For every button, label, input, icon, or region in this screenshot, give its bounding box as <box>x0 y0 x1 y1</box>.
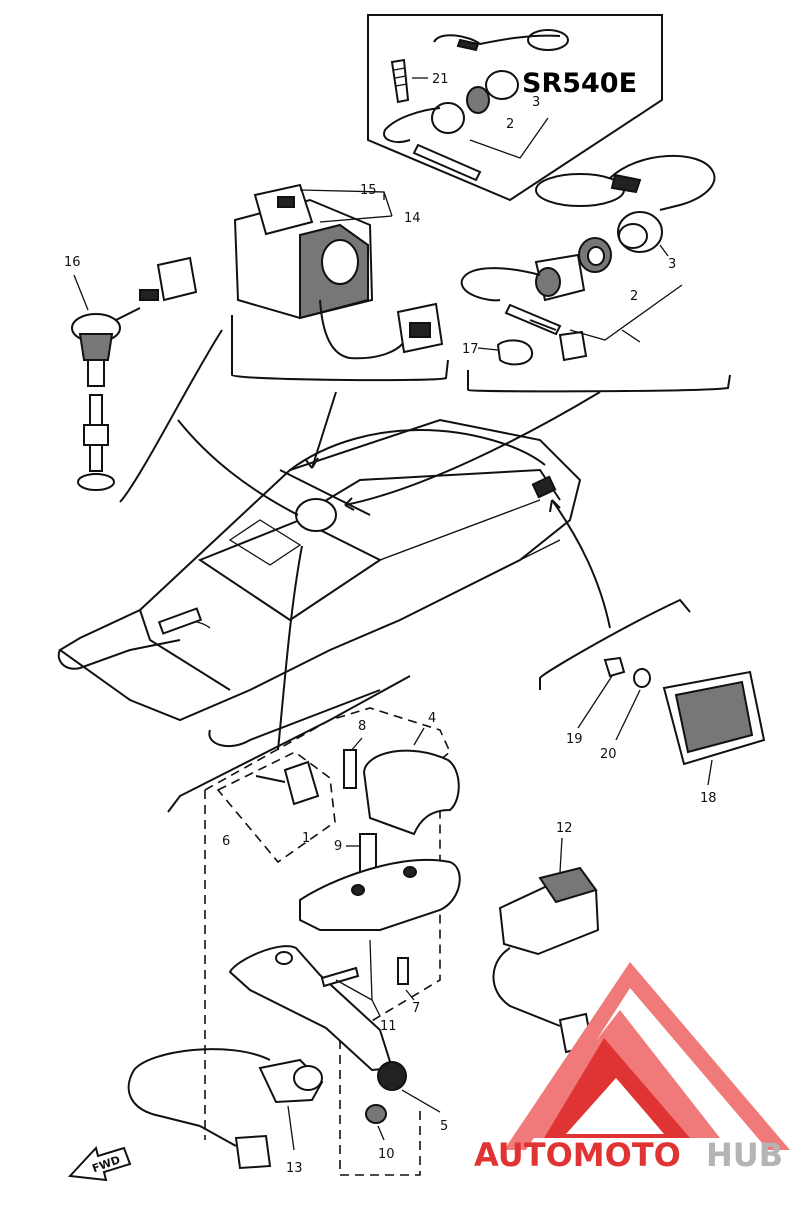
callout-17: 17 <box>462 342 479 357</box>
watermark-text-a: AUTOMOTO <box>474 1136 681 1174</box>
callout-16: 16 <box>64 255 81 270</box>
callout-11: 11 <box>380 1019 397 1034</box>
callout-9: 9 <box>334 839 342 854</box>
regulator-group: 15 14 <box>231 183 449 382</box>
key-switch-group: 3 2 17 <box>460 154 731 393</box>
plug-16-group: 16 <box>64 255 223 503</box>
callout-15: 15 <box>360 183 377 198</box>
callout-6: 6 <box>222 834 230 849</box>
callout-14: 14 <box>404 211 421 226</box>
callout-19: 19 <box>566 732 583 747</box>
callout-2: 2 <box>630 289 638 304</box>
callout-3: 3 <box>668 257 676 272</box>
callout-12: 12 <box>556 821 573 836</box>
callout-5: 5 <box>440 1119 448 1134</box>
sr540e-inset: SR540E 21 3 2 <box>367 14 663 202</box>
taillight-group: 19 20 18 <box>539 598 766 806</box>
callout-3-inset: 3 <box>532 95 540 110</box>
automotohub-watermark-logo: AUTOMOTO HUB <box>474 962 790 1174</box>
callout-2-inset: 2 <box>506 117 514 132</box>
callout-7: 7 <box>412 1001 420 1016</box>
callout-1: 1 <box>302 831 310 846</box>
throttle-group: 4 6 1 8 9 5 7 11 <box>67 675 600 1182</box>
callout-21: 21 <box>432 72 449 87</box>
callout-10: 10 <box>378 1147 395 1162</box>
watermark-text-b: HUB <box>706 1136 783 1174</box>
model-label: SR540E <box>522 68 637 99</box>
callout-4: 4 <box>428 711 436 726</box>
callout-13: 13 <box>286 1161 303 1176</box>
callout-8: 8 <box>358 719 366 734</box>
callout-20: 20 <box>600 747 617 762</box>
callout-18: 18 <box>700 791 717 806</box>
snowmobile-illustration <box>57 391 611 751</box>
